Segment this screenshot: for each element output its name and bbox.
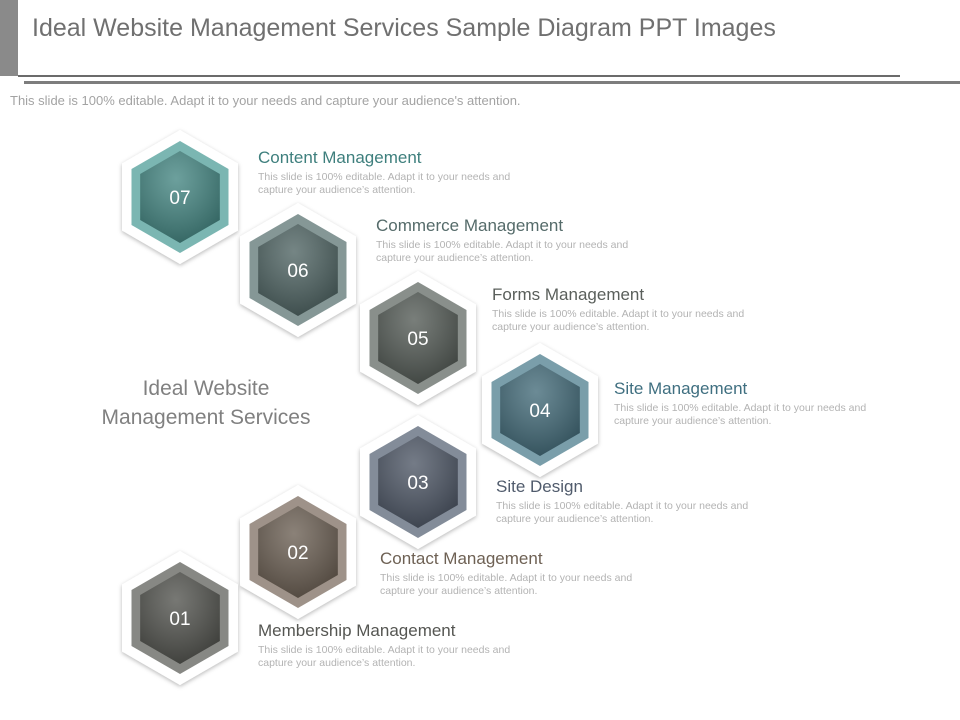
diagram-center-label: Ideal Website Management Services [70,374,342,432]
title-underline [18,75,900,77]
item-description-04: This slide is 100% editable. Adapt it to… [614,402,867,427]
hexagon-number: 01 [169,609,190,630]
hexagon-item-03: 03 [360,415,476,549]
hexagon-core-shading [258,224,338,316]
hexagon-core-shading [258,506,338,598]
item-description-05: This slide is 100% editable. Adapt it to… [492,308,745,333]
hexagon-item-06: 06 [240,203,356,337]
hexagon-item-05: 05 [360,271,476,405]
hexagon-number: 07 [169,188,190,209]
item-description-01: This slide is 100% editable. Adapt it to… [258,644,511,669]
page-subtitle: This slide is 100% editable. Adapt it to… [10,93,521,108]
item-title-05: Forms Management [492,285,645,304]
item-description-07: This slide is 100% editable. Adapt it to… [258,171,511,196]
hexagon-number: 05 [407,329,428,350]
item-title-01: Membership Management [258,621,456,640]
hexagon-core-shading [140,151,220,243]
item-description-03: This slide is 100% editable. Adapt it to… [496,500,749,525]
title-accent-bar [0,0,18,76]
hexagon-core-shading [378,436,458,528]
item-title-07: Content Management [258,148,422,167]
hexagon-item-07: 07 [122,130,238,264]
hexagon-item-02: 02 [240,485,356,619]
title-underline-secondary [24,81,960,84]
hexagon-core-shading [500,364,580,456]
hexagon-number: 02 [287,543,308,564]
hexagon-number: 04 [529,401,551,422]
page-title: Ideal Website Management Services Sample… [32,14,776,42]
item-title-03: Site Design [496,477,583,496]
item-title-04: Site Management [614,379,748,398]
hexagon-number: 06 [287,261,308,282]
item-description-06: This slide is 100% editable. Adapt it to… [376,239,629,264]
item-title-02: Contact Management [380,549,543,568]
center-label-line-2: Management Services [101,406,311,429]
hexagon-item-01: 01 [122,551,238,685]
hexagon-core-shading [140,572,220,664]
item-description-02: This slide is 100% editable. Adapt it to… [380,572,633,597]
hexagon-core-shading [378,292,458,384]
hexagon-item-04: 04 [482,343,598,477]
item-title-06: Commerce Management [376,216,564,235]
center-label-line-1: Ideal Website [142,377,270,400]
hexagon-number: 03 [407,473,428,494]
